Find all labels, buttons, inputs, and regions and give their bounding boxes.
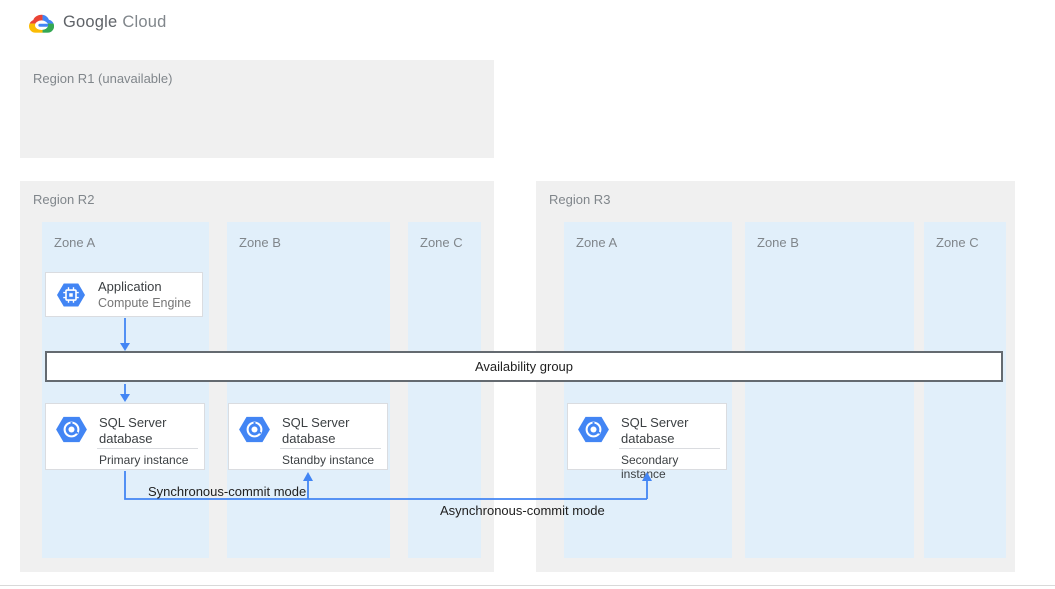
application-subtitle: Compute Engine [98, 296, 192, 310]
sql-instance-label: Secondary instance [621, 453, 679, 481]
sql-title: SQL Server database [621, 415, 689, 446]
region-r2-zone-b: Zone B [227, 222, 390, 558]
region-r2-zone-c: Zone C [408, 222, 481, 558]
google-cloud-icon [29, 14, 54, 33]
region-r3-zone-c: Zone C [924, 222, 1006, 558]
cloud-sql-icon [577, 413, 610, 446]
cloud-sql-icon [55, 413, 88, 446]
availability-group-label: Availability group [474, 359, 574, 374]
zone-label: Zone A [576, 235, 618, 250]
sync-commit-label: Synchronous-commit mode [148, 484, 307, 499]
zone-label: Zone C [420, 235, 463, 250]
sql-secondary-node: SQL Server database Secondary instance [567, 403, 727, 481]
divider [619, 448, 720, 449]
cloud-sql-icon [238, 413, 271, 446]
sql-title: SQL Server database [99, 415, 167, 446]
sql-instance-label: Primary instance [99, 453, 189, 467]
region-r1-label: Region R1 (unavailable) [33, 71, 173, 86]
compute-engine-icon [56, 280, 86, 310]
region-r3-zone-a: Zone A [564, 222, 732, 558]
region-r3-zone-b: Zone B [745, 222, 914, 558]
sql-primary-node: SQL Server database Primary instance [45, 403, 205, 470]
application-node: Application Compute Engine [45, 272, 203, 317]
region-r2-label: Region R2 [33, 192, 95, 207]
zone-label: Zone C [936, 235, 979, 250]
brand-word-google: Google [63, 13, 118, 31]
sql-standby-node: SQL Server database Standby instance [228, 403, 388, 470]
region-r1: Region R1 (unavailable) [20, 60, 494, 158]
sql-title: SQL Server database [282, 415, 350, 446]
bottom-divider [0, 585, 1055, 586]
region-r3-label: Region R3 [549, 192, 611, 207]
sql-instance-label: Standby instance [282, 453, 375, 467]
divider [280, 448, 381, 449]
brand-word-cloud: Cloud [122, 13, 167, 31]
zone-label: Zone B [757, 235, 799, 250]
zone-label: Zone A [54, 235, 96, 250]
application-text: Application Compute Engine [98, 279, 191, 311]
application-title: Application [98, 279, 162, 294]
divider [97, 448, 198, 449]
availability-group-bar: Availability group [45, 351, 1003, 382]
zone-label: Zone B [239, 235, 281, 250]
async-commit-label: Asynchronous-commit mode [440, 503, 605, 518]
